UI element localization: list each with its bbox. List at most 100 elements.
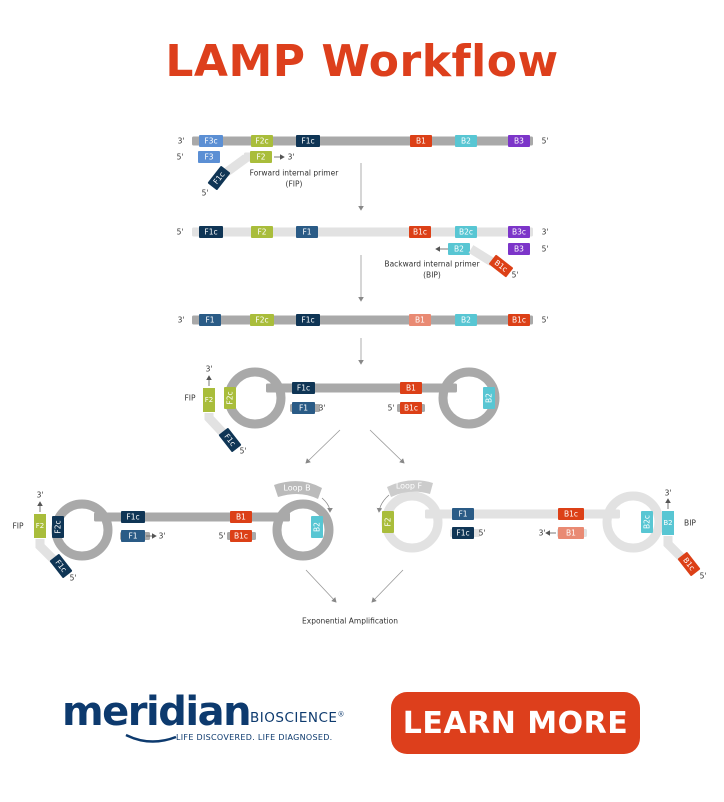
region-b1: B1 [230, 511, 252, 523]
region-label: F1 [458, 510, 467, 519]
region-box [400, 382, 422, 394]
end-label-5: 5' [700, 572, 707, 581]
region-f1: F1 [199, 314, 221, 326]
bip-label: BIP [684, 519, 696, 528]
region-box [311, 516, 323, 538]
region-box [198, 151, 220, 163]
region-b1c: B1c [400, 402, 422, 414]
region-label: B2 [454, 245, 464, 254]
end-label-5: 5' [240, 447, 247, 456]
region-label: B2 [461, 137, 471, 146]
flow-arrow [371, 569, 404, 603]
region-b2: B2 [483, 387, 495, 409]
end-label-3: 3' [178, 137, 185, 146]
region-label: B1c [404, 404, 418, 413]
end-label-3: 3' [206, 365, 213, 374]
end-label-5: 5' [542, 245, 549, 254]
end-label-5: 5' [542, 137, 549, 146]
region-b1c: B1c [677, 552, 701, 576]
end-label-5: 5' [479, 529, 486, 538]
dna-loop [602, 491, 664, 553]
region-label: F2c [255, 316, 268, 325]
region-f1c: F1c [292, 382, 315, 394]
region-f1c: F1c [296, 135, 320, 147]
region-f1c: F1c [452, 527, 474, 539]
dna-strand [192, 227, 533, 237]
region-f1c: F1c [49, 554, 73, 578]
region-box [452, 527, 474, 539]
loop-b-label: Loop B [283, 484, 310, 493]
logo-wordmark: meridian [62, 689, 252, 735]
region-box [296, 226, 318, 238]
meridian-logo: meridian BIOSCIENCE® LIFE DISCOVERED. LI… [62, 689, 372, 753]
region-label: F1 [128, 532, 137, 541]
region-box [382, 511, 394, 533]
region-box [250, 151, 272, 163]
loop-b-band [274, 481, 322, 499]
logo-subtitle: BIOSCIENCE® [250, 710, 345, 726]
region-label: B2 [461, 316, 471, 325]
bip-linker [468, 245, 495, 266]
region-box [508, 226, 530, 238]
region-box [250, 314, 274, 326]
region-box [558, 508, 584, 520]
region-box [292, 382, 315, 394]
region-label: F1c [301, 137, 314, 146]
region-f1c: F1c [207, 166, 231, 190]
fip-f2-label: F2 [205, 396, 213, 404]
region-label: B2c [459, 228, 473, 237]
region-box [251, 135, 273, 147]
region-box [455, 135, 477, 147]
region-b1c: B1c [230, 530, 252, 542]
region-f3c: F3c [199, 135, 223, 147]
page-title: LAMP Workflow [165, 36, 559, 87]
region-f1c: F1c [218, 428, 242, 452]
loop-f-label: Loop F [396, 482, 423, 491]
region-box [121, 511, 145, 523]
end-label-5: 5' [219, 532, 226, 541]
region-box [218, 428, 242, 452]
fip-tail [204, 413, 228, 438]
region-box [409, 226, 431, 238]
region-box [558, 527, 584, 539]
region-b3: B3 [508, 243, 530, 255]
region-box [641, 511, 653, 533]
region-label: F2 [384, 517, 393, 526]
region-b1: B1 [558, 527, 584, 539]
region-b1: B1 [400, 382, 422, 394]
region-box [452, 508, 474, 520]
region-b2c: B2c [455, 226, 477, 238]
region-f2c: F2c [250, 314, 274, 326]
loop-f-arrow [376, 494, 390, 513]
bip-b2-box [662, 511, 674, 535]
region-label: B1 [415, 316, 425, 325]
region-box [251, 226, 273, 238]
exponential-amplification-label: Exponential Amplification [302, 617, 398, 626]
fip-label: FIP [184, 394, 196, 403]
flow-arrow [369, 429, 405, 464]
end-label-3: 3' [665, 489, 672, 498]
region-f2c: F2c [251, 135, 273, 147]
region-box [296, 135, 320, 147]
region-label: B1 [566, 529, 576, 538]
region-label: B1c [512, 316, 526, 325]
learn-more-button[interactable]: LEARN MORE [391, 692, 640, 754]
region-label: B1 [236, 513, 246, 522]
end-label-3: 3' [288, 153, 295, 162]
region-box [207, 166, 231, 190]
end-label-3: 3' [539, 529, 546, 538]
fip-caption-abbrev: (FIP) [286, 180, 303, 189]
dna-loop [224, 367, 286, 429]
region-label: B3 [514, 245, 524, 254]
region-label: F1 [302, 228, 311, 237]
region-box [199, 226, 223, 238]
flow-arrow [305, 429, 341, 464]
end-label-3: 3' [319, 404, 326, 413]
end-label-5: 5' [388, 404, 395, 413]
dna-loop [272, 499, 334, 561]
region-f2: F2 [251, 226, 273, 238]
region-label: B2 [485, 393, 494, 403]
region-b2: B2 [448, 243, 470, 255]
region-box [400, 402, 422, 414]
